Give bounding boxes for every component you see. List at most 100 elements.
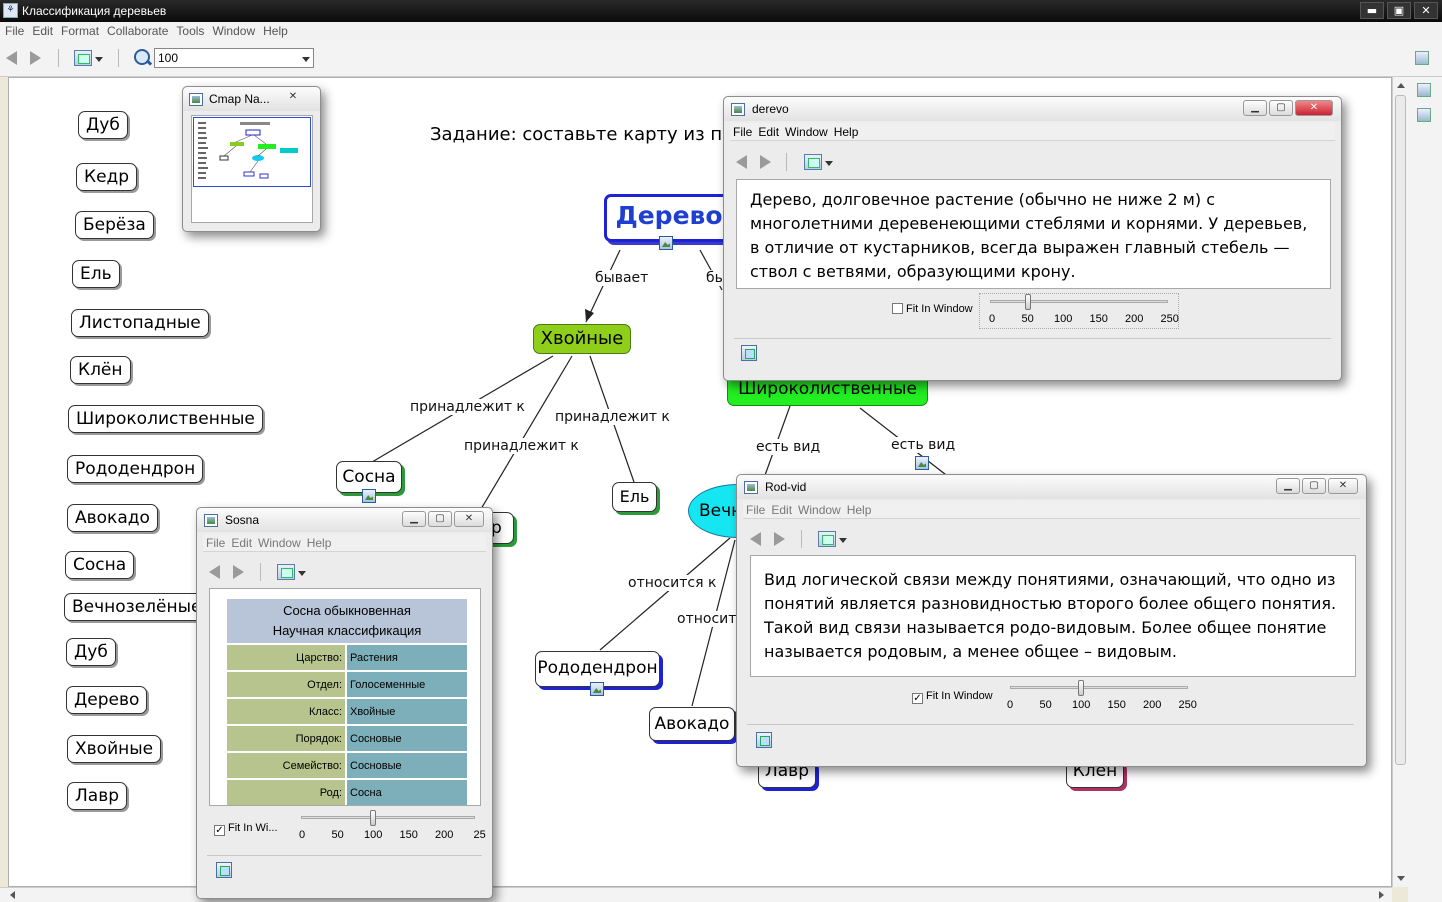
tag-listopadnye[interactable]: Листопадные bbox=[71, 309, 209, 337]
image-resource-icon[interactable] bbox=[659, 236, 673, 250]
back-arrow-icon[interactable] bbox=[736, 155, 747, 169]
tag-el[interactable]: Ель bbox=[72, 260, 120, 288]
derevo-close-button[interactable]: ✕ bbox=[1295, 100, 1333, 116]
rodvid-maximize-button[interactable]: ▢ bbox=[1302, 478, 1326, 494]
scroll-right-icon[interactable] bbox=[1379, 891, 1384, 899]
vertical-scrollbar[interactable] bbox=[1392, 77, 1408, 887]
node-rododendron[interactable]: Рододендрон bbox=[535, 651, 660, 687]
derevo-minimize-button[interactable]: ▁ bbox=[1243, 100, 1267, 116]
back-arrow-icon[interactable] bbox=[750, 532, 761, 546]
tag-dub-2[interactable]: Дуб bbox=[66, 638, 116, 666]
rodvid-fit-checkbox[interactable]: ✓ bbox=[912, 693, 923, 704]
rodvid-menu-window[interactable]: Window bbox=[798, 503, 841, 517]
view-mode-icon[interactable] bbox=[277, 564, 295, 580]
tag-dub[interactable]: Дуб bbox=[78, 111, 128, 139]
link-otnositsya-1[interactable]: относится к bbox=[626, 575, 719, 591]
node-el[interactable]: Ель bbox=[612, 482, 657, 512]
navigator-preview[interactable] bbox=[191, 115, 313, 223]
link-prinadlezhit-2[interactable]: принадлежит к bbox=[553, 409, 672, 425]
node-derevo[interactable]: Дерево bbox=[604, 194, 734, 242]
menu-file[interactable]: File bbox=[5, 24, 25, 38]
link-otnositsya-2[interactable]: относитс bbox=[675, 611, 747, 627]
sosna-close-button[interactable]: ✕ bbox=[454, 511, 484, 527]
scroll-up-icon[interactable] bbox=[1397, 83, 1405, 88]
slider-knob[interactable] bbox=[370, 810, 376, 826]
navigator-viewport[interactable] bbox=[193, 117, 311, 187]
forward-arrow-icon[interactable] bbox=[760, 155, 771, 169]
menu-edit[interactable]: Edit bbox=[32, 24, 54, 38]
rodvid-fit-in-window[interactable]: ✓Fit In Window bbox=[912, 690, 993, 704]
link-byvaet-2[interactable]: бы bbox=[704, 270, 728, 286]
tag-derevo[interactable]: Дерево bbox=[66, 686, 148, 714]
rodvid-menu-edit[interactable]: Edit bbox=[771, 503, 793, 517]
image-resource-icon[interactable] bbox=[915, 456, 929, 470]
slider-knob[interactable] bbox=[1024, 294, 1031, 310]
rodvid-menu-help[interactable]: Help bbox=[846, 503, 872, 517]
link-prinadlezhit-1[interactable]: принадлежит к bbox=[408, 399, 527, 415]
slider-knob[interactable] bbox=[1078, 680, 1084, 696]
tag-hvoynye[interactable]: Хвойные bbox=[67, 735, 162, 763]
sosna-fit-checkbox[interactable]: ✓ bbox=[214, 825, 225, 836]
navigator-close-button[interactable]: ✕ bbox=[288, 91, 298, 102]
rodvid-menu-file[interactable]: File bbox=[746, 503, 766, 517]
menu-window[interactable]: Window bbox=[212, 24, 256, 38]
view-mode-dropdown-icon[interactable] bbox=[298, 571, 306, 576]
menu-tools[interactable]: Tools bbox=[176, 24, 205, 38]
collaboration-icon[interactable] bbox=[1415, 51, 1429, 65]
close-button[interactable]: ✕ bbox=[1414, 2, 1438, 19]
tag-kedr[interactable]: Кедр bbox=[76, 163, 138, 191]
derevo-fit-in-window[interactable]: Fit In Window bbox=[892, 303, 973, 315]
users-icon[interactable] bbox=[1417, 108, 1431, 122]
node-hvoynye[interactable]: Хвойные bbox=[533, 324, 631, 354]
forward-arrow-icon[interactable] bbox=[233, 565, 244, 579]
link-byvaet[interactable]: бывает bbox=[593, 270, 651, 286]
link-prinadlezhit-3[interactable]: принадлежит к bbox=[462, 438, 581, 454]
sosna-menu-file[interactable]: File bbox=[206, 536, 226, 550]
link-est-vid-2[interactable]: есть вид bbox=[889, 437, 958, 453]
back-arrow-icon[interactable] bbox=[209, 565, 220, 579]
view-mode-icon[interactable] bbox=[804, 154, 822, 170]
scroll-down-icon[interactable] bbox=[1397, 876, 1405, 881]
derevo-menu-help[interactable]: Help bbox=[833, 125, 859, 139]
view-mode-dropdown-icon[interactable] bbox=[839, 538, 847, 543]
scroll-left-icon[interactable] bbox=[10, 891, 15, 899]
tag-lavr[interactable]: Лавр bbox=[67, 782, 128, 810]
menu-help[interactable]: Help bbox=[263, 24, 288, 38]
derevo-menu-window[interactable]: Window bbox=[785, 125, 828, 139]
tag-sosna[interactable]: Сосна bbox=[65, 551, 135, 579]
rodvid-close-button[interactable]: ✕ bbox=[1328, 478, 1358, 494]
image-resource-icon[interactable] bbox=[362, 489, 376, 503]
zoom-dropdown-icon[interactable] bbox=[302, 57, 310, 62]
sosna-menu-window[interactable]: Window bbox=[258, 536, 301, 550]
derevo-fit-checkbox[interactable] bbox=[892, 303, 903, 314]
cmap-link-icon[interactable] bbox=[741, 345, 757, 361]
notes-icon[interactable] bbox=[1417, 83, 1431, 97]
rodvid-minimize-button[interactable]: ▁ bbox=[1276, 478, 1300, 494]
cmap-link-icon[interactable] bbox=[216, 862, 232, 878]
forward-arrow-icon[interactable] bbox=[774, 532, 785, 546]
tag-vechnozelenye[interactable]: Вечнозелёные bbox=[64, 593, 210, 621]
image-resource-icon[interactable] bbox=[590, 682, 604, 696]
link-est-vid-1[interactable]: есть вид bbox=[754, 439, 823, 455]
zoom-input[interactable]: 100 bbox=[154, 48, 314, 68]
sosna-menu-help[interactable]: Help bbox=[306, 536, 332, 550]
tag-shirokolistvennye[interactable]: Широколиственные bbox=[68, 405, 263, 433]
sosna-maximize-button[interactable]: ▢ bbox=[428, 511, 452, 527]
sosna-menu-edit[interactable]: Edit bbox=[231, 536, 253, 550]
menu-collaborate[interactable]: Collaborate bbox=[107, 24, 169, 38]
tag-avokado[interactable]: Авокадо bbox=[67, 504, 158, 532]
tag-klyon[interactable]: Клён bbox=[70, 356, 131, 384]
sosna-fit-in-window[interactable]: ✓Fit In Wi... bbox=[214, 822, 278, 836]
restore-button[interactable]: ▣ bbox=[1387, 2, 1411, 19]
view-mode-icon[interactable] bbox=[74, 50, 92, 66]
tag-rododendron[interactable]: Рододендрон bbox=[67, 455, 204, 483]
derevo-menu-file[interactable]: File bbox=[733, 125, 753, 139]
node-sosna[interactable]: Сосна bbox=[336, 461, 402, 493]
sosna-minimize-button[interactable]: ▁ bbox=[402, 511, 426, 527]
view-mode-dropdown-icon[interactable] bbox=[95, 57, 103, 62]
cmap-link-icon[interactable] bbox=[756, 732, 772, 748]
back-arrow-icon[interactable] bbox=[6, 51, 17, 65]
minimize-button[interactable]: ▬ bbox=[1360, 2, 1384, 19]
